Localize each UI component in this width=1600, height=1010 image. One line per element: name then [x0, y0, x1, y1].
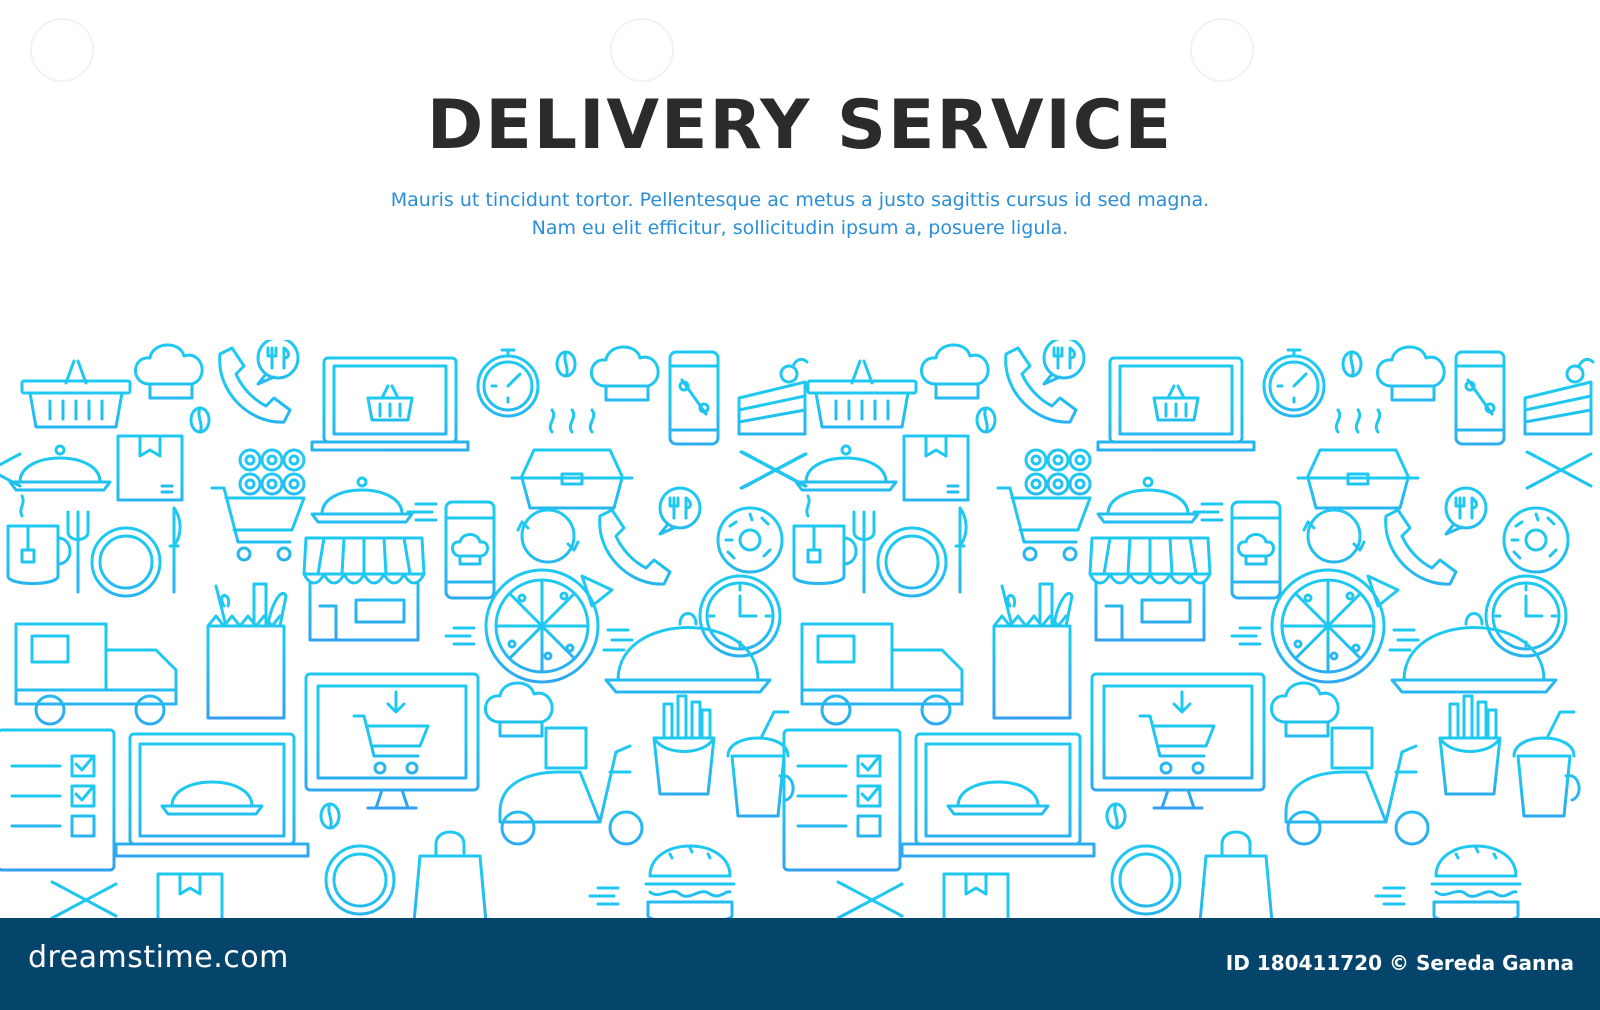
phone-icon: [218, 346, 292, 424]
laptop-cloche-icon: [114, 732, 310, 858]
chef-hat-icon: [483, 681, 554, 738]
burger-icon: [644, 844, 736, 918]
hero-section: DELIVERY SERVICE Mauris ut tincidunt tor…: [0, 0, 1600, 340]
plate-icon: [324, 844, 396, 916]
phone-chef-icon: [598, 508, 672, 586]
chopsticks-icon: [50, 880, 118, 918]
page-title: DELIVERY SERVICE: [426, 86, 1174, 165]
watermark-icon: [1190, 18, 1254, 82]
basket-icon: [20, 359, 132, 429]
donut-icon: [716, 506, 784, 574]
watermark-icon: [30, 18, 94, 82]
image-credit: ID 180411720 © Sereda Ganna: [1225, 951, 1574, 975]
box-icon: [156, 872, 224, 918]
sushi-icon: [238, 448, 306, 496]
cart-icon: [210, 486, 306, 562]
store-icon: [302, 536, 426, 642]
laptop-basket-icon: [310, 356, 470, 452]
scooter-icon: [498, 726, 644, 846]
checklist-icon: [0, 728, 116, 872]
speed-lines-icon: [444, 626, 476, 646]
chat-bubble-icon: [256, 340, 300, 386]
food-container-icon: [510, 408, 634, 510]
chef-hat-icon: [133, 343, 204, 400]
speed-lines-icon: [588, 886, 620, 906]
footer-logo[interactable]: dreamstime.com: [28, 940, 289, 975]
monitor-cart-icon: [304, 672, 480, 810]
chat-bubble-icon: [658, 486, 702, 536]
delivery-truck-icon: [14, 622, 178, 726]
speed-lines-icon: [406, 502, 438, 522]
tea-mug-icon: [6, 494, 72, 585]
coffee-bean-icon: [319, 802, 341, 830]
pizza-icon: [484, 568, 614, 684]
plate-icon: [90, 526, 162, 598]
cake-icon: [737, 357, 809, 436]
mobile-chef-icon: [444, 500, 496, 600]
chef-hat-icon: [589, 345, 660, 402]
watermark-icon: [610, 18, 674, 82]
shopping-bag-icon: [412, 830, 488, 918]
clock-24-7-icon: [516, 508, 580, 564]
stopwatch-icon: [476, 348, 540, 418]
knife-icon: [168, 506, 182, 594]
coffee-bean-icon: [189, 406, 211, 434]
grocery-bag-icon: [206, 582, 288, 720]
cloche-icon: [602, 612, 772, 694]
cloche-icon: [310, 476, 414, 524]
icon-pattern-banner: [0, 340, 1600, 918]
box-icon: [116, 434, 184, 502]
cloche-icon: [8, 444, 112, 492]
footer-bar: dreamstime.com ID 180411720 © Sereda Gan…: [0, 918, 1600, 1010]
fries-icon: [652, 694, 716, 796]
smartphone-percent-icon: [668, 350, 720, 446]
coffee-bean-icon: [555, 350, 577, 378]
page-subtitle: Mauris ut tincidunt tortor. Pellentesque…: [390, 189, 1210, 239]
